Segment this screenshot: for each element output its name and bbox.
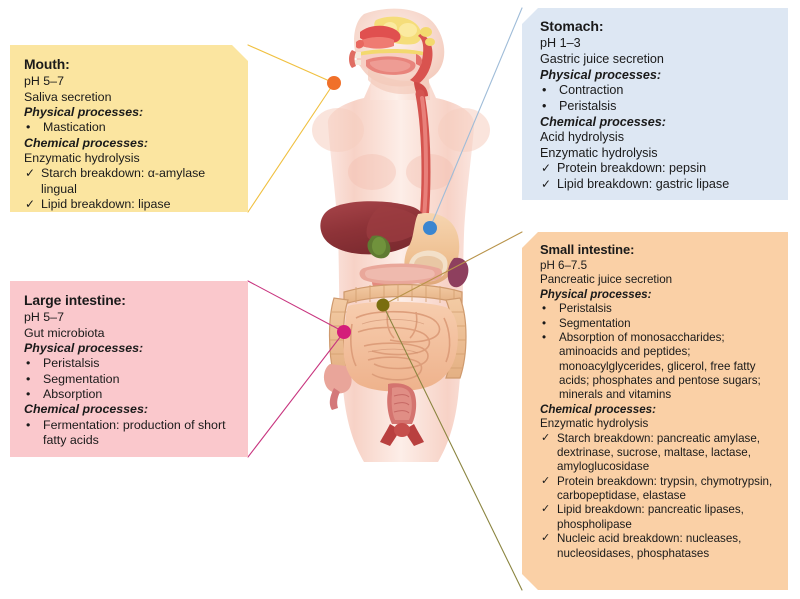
small-intestine-physical-list: • Peristalsis • Segmentation • Absorption o… (540, 302, 778, 403)
list-item: • Peristalsis (540, 302, 778, 316)
large-intestine-chemical-list: • Fermentation: production of short fatty… (24, 418, 238, 449)
stomach-secretion: Gastric juice secretion (540, 52, 664, 67)
small-intestine-title: Small intestine: (540, 242, 635, 257)
list-item: ✓ Lipid breakdown: lipase (24, 197, 238, 212)
mouth-title: Mouth: (24, 56, 70, 72)
list-item: ✓ Starch breakdown: α-amylase lingual (24, 166, 238, 197)
list-item-label: Segmentation (559, 316, 631, 330)
list-item: ✓ Nucleic acid breakdown: nucleases, nucl… (540, 532, 778, 561)
large-intestine-physical-heading: Physical processes: (24, 340, 144, 355)
check-icon: ✓ (541, 474, 551, 487)
large-intestine-secretion: Gut microbiota (24, 325, 105, 340)
list-item: • Absorption of monosaccharides; aminoaci… (540, 331, 778, 403)
list-item: ✓ Lipid breakdown: gastric lipase (540, 177, 778, 193)
stomach-chemical-intro-1: Acid hydrolysis (540, 130, 624, 145)
list-item-label: Protein breakdown: pepsin (557, 161, 707, 176)
list-item: ✓ Lipid breakdown: pancreatic lipases, ph… (540, 503, 778, 532)
list-item-label: Peristalsis (559, 98, 617, 113)
list-item-label: Nucleic acid breakdown: nucleases, nucle… (557, 532, 742, 560)
list-item: • Mastication (24, 120, 238, 135)
mouth-chemical-list: ✓ Starch breakdown: α-amylase lingual ✓ Li… (24, 166, 238, 212)
list-item-label: Contraction (559, 83, 624, 98)
list-item: • Segmentation (24, 372, 238, 387)
bullet-icon: • (542, 302, 547, 316)
stomach-chemical-list: ✓ Protein breakdown: pepsin ✓ Lipid breakd… (540, 161, 778, 192)
list-item: ✓ Starch breakdown: pancreatic amylase, d… (540, 432, 778, 475)
bullet-icon: • (542, 316, 547, 330)
mouth-physical-list: • Mastication (24, 120, 238, 135)
list-item-label: Mastication (43, 120, 106, 135)
list-item: • Fermentation: production of short fatty… (24, 418, 238, 449)
bullet-icon: • (542, 98, 547, 113)
list-item: • Absorption (24, 387, 238, 402)
small-intestine-chemical-heading: Chemical processes: (540, 402, 656, 416)
list-item: ✓ Protein breakdown: pepsin (540, 161, 778, 177)
bullet-icon: • (542, 330, 547, 344)
list-item-label: Absorption of monosaccharides; aminoacid… (559, 330, 761, 402)
list-item: ✓ Protein breakdown: trypsin, chymotrypsi… (540, 475, 778, 504)
list-item-label: Starch breakdown: α-amylase lingual (41, 166, 206, 196)
check-icon: ✓ (541, 161, 552, 176)
bullet-icon: • (26, 417, 31, 432)
bullet-icon: • (26, 356, 31, 371)
mouth-chemical-heading: Chemical processes: (24, 135, 148, 150)
stomach-physical-heading: Physical processes: (540, 67, 662, 82)
list-item: • Peristalsis (540, 99, 778, 115)
stomach-ph: pH 1–3 (540, 36, 581, 51)
stomach-chemical-intro-2: Enzymatic hydrolysis (540, 145, 658, 160)
check-icon: ✓ (541, 176, 552, 191)
callout-stomach: Stomach: pH 1–3 Gastric juice secretion … (522, 8, 788, 200)
list-item-label: Absorption (43, 387, 103, 402)
list-item-label: Fermentation: production of short fatty … (43, 417, 226, 448)
small-intestine-chemical-intro: Enzymatic hydrolysis (540, 417, 649, 431)
list-item-label: Starch breakdown: pancreatic amylase, de… (557, 431, 760, 474)
list-item-label: Segmentation (43, 371, 120, 386)
list-item: • Peristalsis (24, 356, 238, 371)
list-item: • Contraction (540, 83, 778, 99)
mouth-ph: pH 5–7 (24, 74, 64, 89)
mouth-chemical-intro: Enzymatic hydrolysis (24, 151, 140, 166)
large-intestine-ph: pH 5–7 (24, 310, 64, 325)
callout-small-intestine: Small intestine: pH 6–7.5 Pancreatic jui… (522, 232, 788, 590)
check-icon: ✓ (541, 532, 551, 545)
small-intestine-secretion: Pancreatic juice secretion (540, 273, 673, 287)
callout-mouth: Mouth: pH 5–7 Saliva secretion Physical … (10, 45, 248, 212)
large-intestine-chemical-heading: Chemical processes: (24, 402, 148, 417)
check-icon: ✓ (541, 431, 551, 444)
list-item-label: Lipid breakdown: lipase (41, 197, 171, 212)
esophagus (415, 89, 431, 225)
list-item: • Segmentation (540, 317, 778, 331)
stomach-chemical-heading: Chemical processes: (540, 114, 666, 129)
bullet-icon: • (26, 120, 31, 135)
mouth-secretion: Saliva secretion (24, 89, 112, 104)
stomach-physical-list: • Contraction • Peristalsis (540, 83, 778, 114)
check-icon: ✓ (541, 503, 551, 516)
list-item-label: Lipid breakdown: pancreatic lipases, pho… (557, 503, 744, 531)
callout-large-intestine: Large intestine: pH 5–7 Gut microbiota P… (10, 281, 248, 457)
list-item-label: Peristalsis (43, 356, 100, 371)
small-intestine-chemical-list: ✓ Starch breakdown: pancreatic amylase, d… (540, 432, 778, 561)
bullet-icon: • (26, 387, 31, 402)
list-item-label: Lipid breakdown: gastric lipase (557, 176, 730, 191)
list-item-label: Protein breakdown: trypsin, chymotrypsin… (557, 474, 773, 503)
large-intestine-physical-list: • Peristalsis • Segmentation • Absorption (24, 356, 238, 402)
bullet-icon: • (542, 83, 547, 98)
list-item-label: Peristalsis (559, 302, 612, 316)
small-intestine-physical-heading: Physical processes: (540, 287, 652, 301)
mouth-physical-heading: Physical processes: (24, 104, 144, 119)
check-icon: ✓ (25, 197, 35, 212)
bullet-icon: • (26, 371, 31, 386)
check-icon: ✓ (25, 166, 35, 181)
large-intestine-title: Large intestine: (24, 292, 126, 308)
stomach-title: Stomach: (540, 18, 604, 34)
digestive-system-illustration (312, 8, 490, 462)
small-intestine-ph: pH 6–7.5 (540, 259, 588, 273)
